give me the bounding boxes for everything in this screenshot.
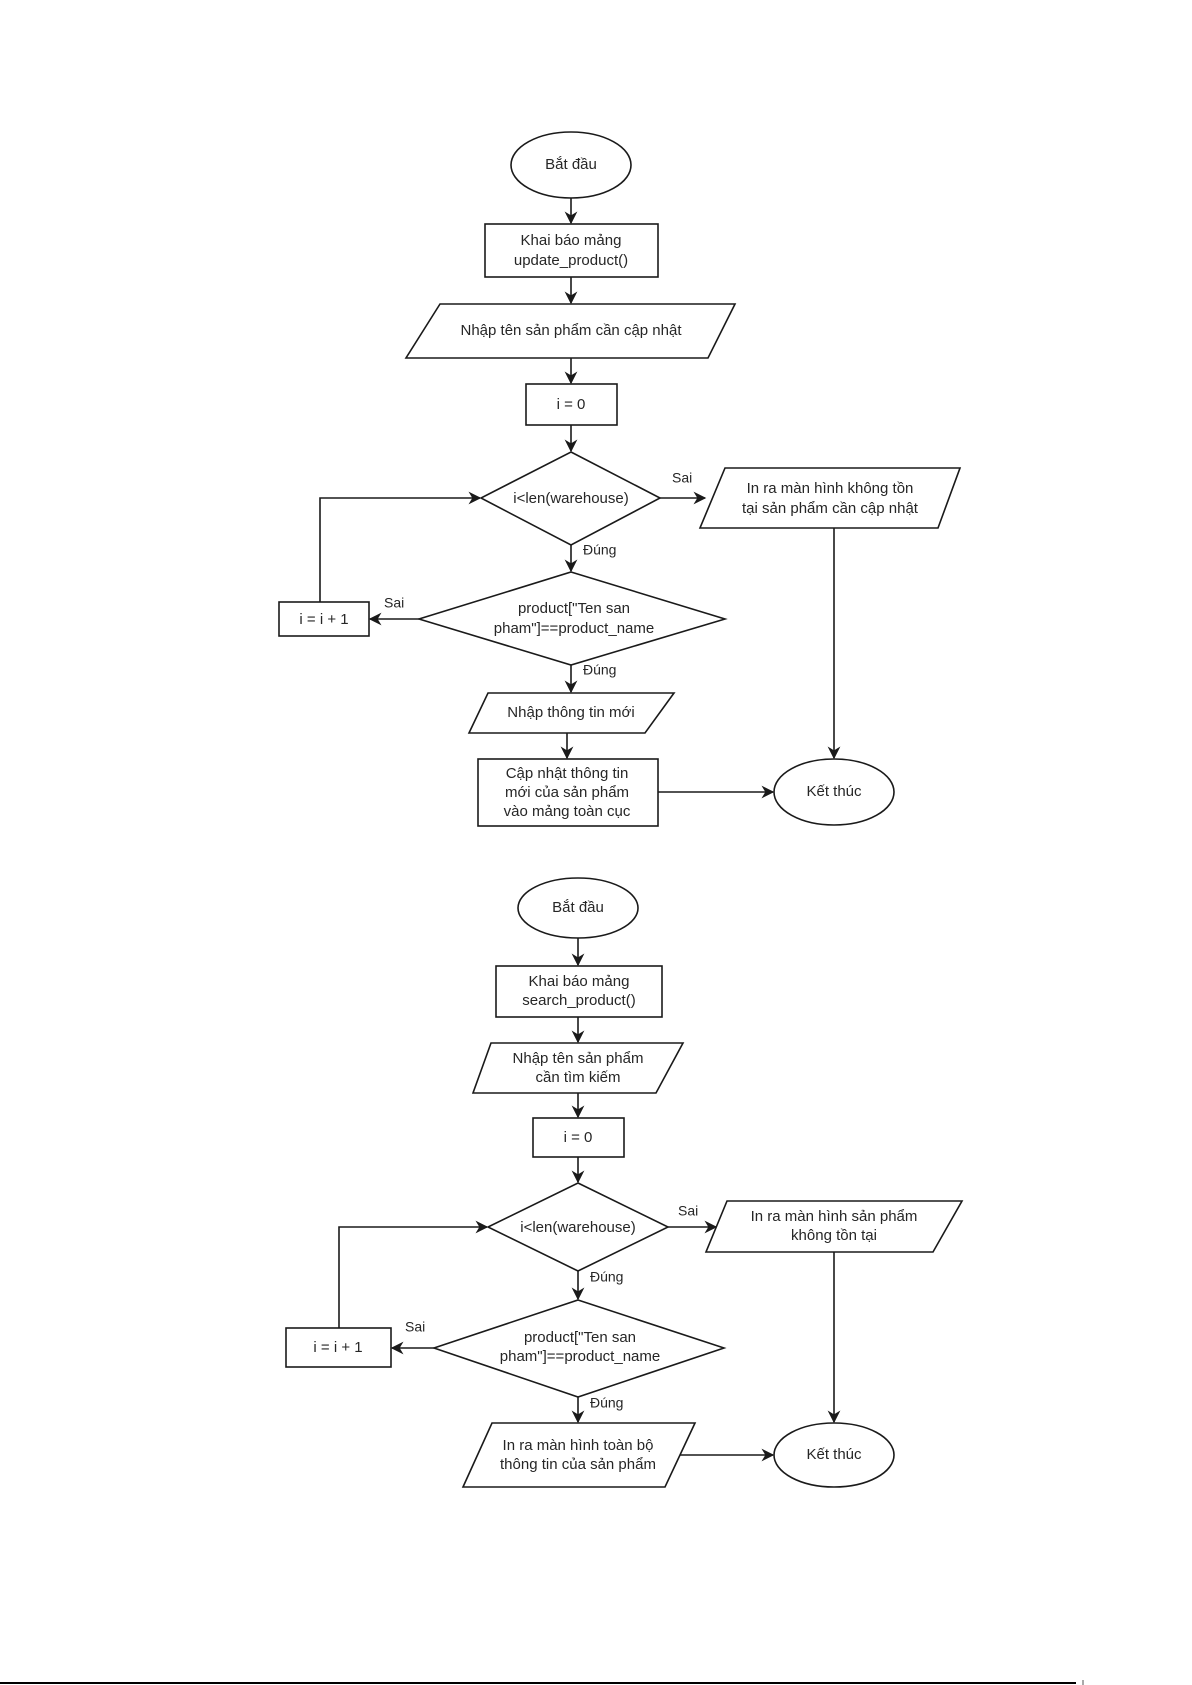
match-cond-label-line2: pham"]==product_name: [494, 620, 654, 637]
output-info-label-line1: In ra màn hình toàn bộ: [503, 1437, 654, 1454]
init-label: i = 0: [564, 1129, 593, 1146]
input-name-label-line2: cần tìm kiếm: [535, 1069, 620, 1086]
increment-process: i = i + 1: [285, 1327, 392, 1368]
match-decision: product["Ten san pham"]==product_name: [416, 571, 728, 666]
loop-decision: i<len(warehouse): [486, 1182, 670, 1272]
not-found-label-line2: không tồn tại: [791, 1227, 877, 1244]
match-false-label: Sai: [405, 1319, 425, 1335]
update-process: Cập nhật thông tin mới của sản phẩm vào …: [477, 758, 659, 827]
not-found-io: In ra màn hình sản phẩm không tồn tại: [704, 1200, 964, 1253]
edge-increment-loop-back: [338, 1220, 489, 1328]
input-name-io: Nhập tên sản phẩm cần tìm kiếm: [471, 1042, 685, 1094]
declare-process: Khai báo mảng search_product(): [495, 965, 663, 1018]
match-decision: product["Ten san pham"]==product_name: [431, 1299, 727, 1398]
declare-label-line1: Khai báo mảng: [529, 973, 630, 990]
match-cond-label-line1: product["Ten san: [524, 1329, 636, 1346]
update-label-line2: mới của sản phẩm: [505, 784, 629, 801]
init-process: i = 0: [532, 1117, 625, 1158]
end-label: Kết thúc: [806, 783, 862, 800]
not-found-io: In ra màn hình không tồn tại sản phẩm cầ…: [698, 467, 962, 529]
search-product-flowchart: Bắt đầu Khai báo mảng search_product() N…: [285, 877, 964, 1488]
increment-label: i = i + 1: [313, 1339, 362, 1356]
not-found-label-line2: tại sản phẩm cần cập nhật: [742, 500, 919, 517]
end-label: Kết thúc: [806, 1446, 862, 1463]
output-info-label-line2: thông tin của sản phẩm: [500, 1456, 656, 1473]
increment-process: i = i + 1: [278, 601, 370, 637]
update-label-line1: Cập nhật thông tin: [506, 765, 629, 782]
loop-true-label: Đúng: [583, 542, 616, 558]
loop-true-label: Đúng: [590, 1269, 623, 1285]
match-cond-label-line1: product["Ten san: [518, 600, 630, 617]
new-info-io: Nhập thông tin mới: [467, 692, 676, 734]
loop-false-label: Sai: [678, 1203, 698, 1219]
output-info-io: In ra màn hình toàn bộ thông tin của sản…: [461, 1422, 697, 1488]
loop-decision: i<len(warehouse): [479, 451, 662, 546]
declare-label-line2: search_product(): [522, 992, 635, 1009]
start-terminal: Bắt đầu: [510, 131, 632, 199]
increment-label: i = i + 1: [299, 611, 348, 628]
input-name-io: Nhập tên sản phẩm cần cập nhật: [404, 303, 737, 359]
declare-process: Khai báo mảng update_product(): [484, 223, 659, 278]
not-found-label-line1: In ra màn hình sản phẩm: [751, 1208, 918, 1225]
match-true-label: Đúng: [583, 662, 616, 678]
end-terminal: Kết thúc: [773, 758, 895, 826]
match-true-label: Đúng: [590, 1395, 623, 1411]
init-process: i = 0: [525, 383, 618, 426]
loop-cond-label: i<len(warehouse): [513, 490, 628, 507]
update-label-line3: vào mảng toàn cục: [504, 803, 631, 820]
declare-label-line1: Khai báo mảng: [521, 232, 622, 249]
init-label: i = 0: [557, 396, 586, 413]
start-label: Bắt đầu: [552, 899, 604, 916]
edge-increment-loop-back: [319, 491, 482, 602]
loop-cond-label: i<len(warehouse): [520, 1219, 635, 1236]
end-terminal: Kết thúc: [773, 1422, 895, 1488]
match-cond-label-line2: pham"]==product_name: [500, 1348, 660, 1365]
start-label: Bắt đầu: [545, 156, 597, 173]
input-name-label-line1: Nhập tên sản phẩm: [513, 1050, 644, 1067]
loop-false-label: Sai: [672, 470, 692, 486]
new-info-label: Nhập thông tin mới: [507, 704, 634, 721]
match-false-label: Sai: [384, 595, 404, 611]
input-name-label: Nhập tên sản phẩm cần cập nhật: [461, 322, 683, 339]
update-product-flowchart: Bắt đầu Khai báo mảng update_product() N…: [278, 131, 962, 827]
not-found-label-line1: In ra màn hình không tồn: [747, 480, 914, 497]
start-terminal: Bắt đầu: [517, 877, 639, 939]
declare-label-line2: update_product(): [514, 252, 628, 269]
